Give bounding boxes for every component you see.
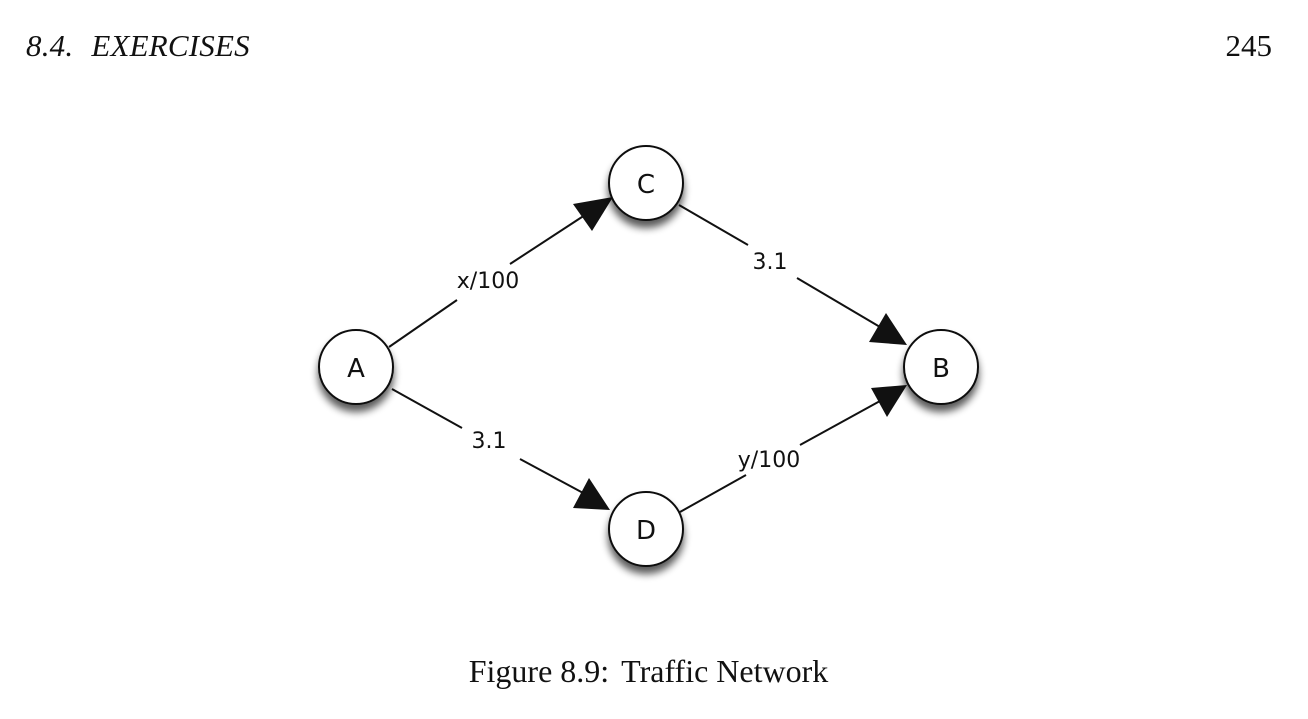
node-label-b: B: [932, 354, 950, 384]
edge-d-b: y/100: [679, 385, 907, 513]
node-b: B: [903, 329, 979, 405]
node-a: A: [318, 329, 394, 405]
section-number: 8.4.: [26, 28, 74, 63]
edge-a-c: x/100: [388, 197, 613, 348]
node-c: C: [608, 145, 684, 221]
arrowhead-d-b: [871, 385, 907, 417]
edge-label-a-d: 3.1: [472, 429, 507, 454]
arrowhead-a-d: [573, 478, 610, 510]
page-number: 245: [1225, 28, 1273, 63]
edge-label-d-b: y/100: [738, 448, 800, 473]
figure-caption-text: Traffic Network: [621, 653, 829, 689]
edge-a-d: 3.1: [391, 388, 610, 510]
node-label-d: D: [636, 516, 656, 546]
arrowhead-a-c: [573, 197, 613, 231]
section-title: EXERCISES: [91, 28, 250, 63]
edge-label-c-b: 3.1: [753, 250, 788, 275]
node-label-a: A: [347, 354, 365, 384]
node-label-c: C: [637, 170, 655, 200]
node-d: D: [608, 491, 684, 567]
figure-caption: Figure 8.9: Traffic Network: [0, 653, 1297, 690]
running-head: 8.4. EXERCISES: [26, 28, 250, 64]
figure-caption-label: Figure 8.9:: [468, 653, 610, 689]
arrowhead-c-b: [869, 313, 907, 345]
edge-label-a-c: x/100: [457, 269, 519, 294]
edge-c-b: 3.1: [678, 204, 907, 345]
